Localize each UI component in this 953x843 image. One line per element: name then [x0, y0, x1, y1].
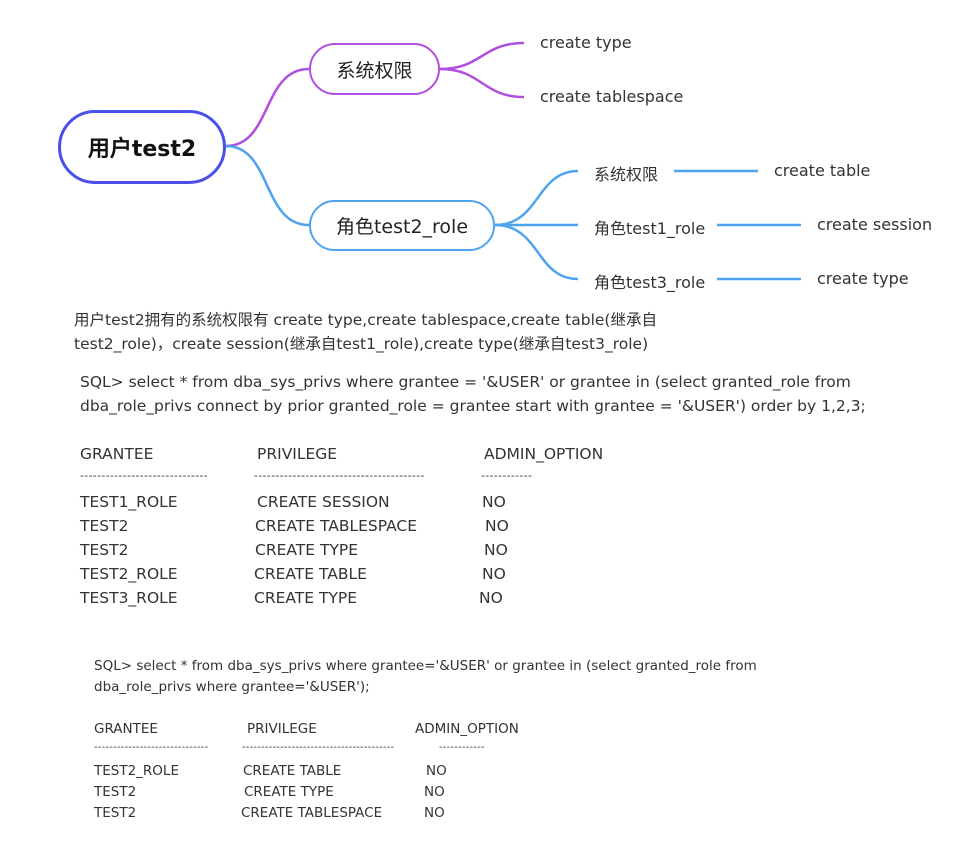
node-role-test2-role: 角色test2_role	[309, 200, 495, 251]
query1-separator-2: ----------------------------------------	[254, 469, 425, 482]
query1-separator-3: ------------	[481, 469, 533, 482]
query1-header-privilege: PRIVILEGE	[257, 445, 338, 463]
query2-sql-line-1: SQL> select * from dba_sys_privs where g…	[94, 658, 757, 674]
query1-row-4-admin: NO	[482, 565, 506, 583]
query2-row-1-admin: NO	[426, 763, 447, 779]
link-root-to-system-privs	[225, 67, 310, 148]
leaf-create-table: create table	[774, 161, 871, 180]
query1-row-2-privilege: CREATE TABLESPACE	[255, 517, 418, 535]
description-line-1: 用户test2拥有的系统权限有 create type,create table…	[74, 311, 657, 329]
query2-header-grantee: GRANTEE	[94, 721, 158, 737]
link-system-privs-to-create-type	[439, 41, 525, 71]
query1-row-1-privilege: CREATE SESSION	[257, 493, 390, 511]
mindmap-connectors	[225, 41, 801, 281]
query2-row-1-grantee: TEST2_ROLE	[94, 763, 179, 779]
query1-row-3-privilege: CREATE TYPE	[255, 541, 359, 559]
query1-sql-line-1: SQL> select * from dba_sys_privs where g…	[80, 373, 851, 391]
query1-header-grantee: GRANTEE	[80, 445, 154, 463]
query1-row-5-admin: NO	[479, 589, 503, 607]
leaf-create-type-role3: create type	[817, 269, 909, 288]
query1-separator-1: ------------------------------	[80, 469, 209, 482]
leaf-create-session: create session	[817, 215, 933, 234]
query1-row-5-privilege: CREATE TYPE	[254, 589, 358, 607]
query1-row-1-grantee: TEST1_ROLE	[80, 493, 178, 511]
query1-row-4-grantee: TEST2_ROLE	[80, 565, 178, 583]
description-line-2: test2_role)，create session(继承自test1_role…	[74, 335, 649, 353]
node-system-privileges: 系统权限	[309, 43, 440, 95]
query2-row-2-privilege: CREATE TYPE	[244, 784, 334, 800]
query2-row-1-privilege: CREATE TABLE	[243, 763, 342, 779]
query2-header-admin-option: ADMIN_OPTION	[415, 721, 519, 737]
query2-row-2-grantee: TEST2	[94, 784, 137, 800]
leaf-create-type: create type	[540, 33, 632, 52]
query2-separator-1: ------------------------------	[94, 742, 209, 753]
query2-row-2-admin: NO	[424, 784, 445, 800]
link-system-privs-to-create-tablespace	[439, 67, 525, 99]
query2-separator-2: ----------------------------------------	[242, 742, 395, 753]
query1-row-2-admin: NO	[485, 517, 509, 535]
query1-row-5-grantee: TEST3_ROLE	[80, 589, 178, 607]
query2-row-3-admin: NO	[424, 805, 445, 821]
query2-sql-line-2: dba_role_privs where grantee='&USER');	[94, 679, 370, 695]
query1-row-1-admin: NO	[482, 493, 506, 511]
query1-row-3-admin: NO	[484, 541, 508, 559]
query1-row-4-privilege: CREATE TABLE	[254, 565, 367, 583]
leaf-create-tablespace: create tablespace	[540, 87, 684, 106]
link-root-to-role	[225, 144, 310, 227]
query1-sql-line-2: dba_role_privs connect by prior granted_…	[80, 397, 866, 415]
node-role-test3-role: 角色test3_role	[594, 273, 706, 292]
query1-header-admin-option: ADMIN_OPTION	[484, 445, 604, 463]
node-role-system-privileges: 系统权限	[594, 165, 659, 184]
root-node-user-test2: 用户test2	[58, 110, 226, 184]
query1-row-2-grantee: TEST2	[80, 517, 129, 535]
query2-row-3-privilege: CREATE TABLESPACE	[241, 805, 383, 821]
link-role-to-system-privs	[494, 169, 579, 227]
query2-row-3-grantee: TEST2	[94, 805, 137, 821]
query2-separator-3: ------------	[439, 742, 485, 753]
link-role-to-test3-role	[494, 223, 579, 281]
query1-row-3-grantee: TEST2	[80, 541, 129, 559]
query2-header-privilege: PRIVILEGE	[247, 721, 317, 737]
node-role-test1-role: 角色test1_role	[594, 219, 706, 238]
